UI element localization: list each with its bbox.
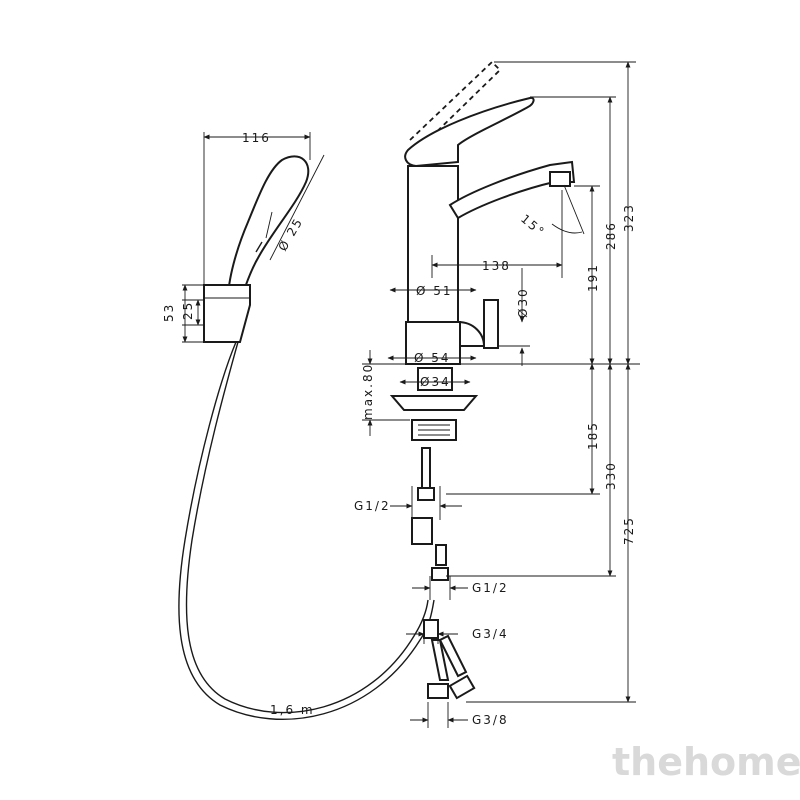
faucet-body <box>407 165 459 323</box>
dim-spout-angle: 15° <box>518 212 548 240</box>
dimension-lines <box>182 61 640 728</box>
shower-hose <box>178 341 435 721</box>
dim-spout-reach: 138 <box>482 259 511 273</box>
diverter-knob <box>457 299 499 349</box>
lever-open-dashed <box>409 60 502 151</box>
dim-thread-b: G1/2 <box>472 581 509 595</box>
dim-spout-height: 191 <box>586 263 600 292</box>
faucet-lever <box>404 96 535 168</box>
mounting-plate <box>389 395 479 411</box>
dim-outlet-height: 286 <box>604 221 618 250</box>
dim-hose-length: 1,6 m <box>270 703 315 717</box>
dim-thread-a: G1/2 <box>354 499 391 513</box>
supply-hoses <box>411 447 476 700</box>
dim-max-deck: max.80 <box>361 363 375 420</box>
dim-holder-inner: 25 <box>181 301 195 320</box>
dim-total-length: 725 <box>622 516 636 545</box>
dim-holder-height: 53 <box>162 303 176 322</box>
dim-hose-length-a: 330 <box>604 461 618 490</box>
dim-body-diameter: Ø 51 <box>416 284 453 298</box>
dim-base-diameter: Ø 54 <box>414 351 451 365</box>
faucet-spout <box>448 160 576 220</box>
watermark: thehome <box>612 740 800 784</box>
dim-lever-top: 323 <box>622 203 636 232</box>
dim-shank-diameter: Ø34 <box>420 375 451 389</box>
dim-thread-c: G3/4 <box>472 627 509 641</box>
dim-thread-d: G3/8 <box>472 713 509 727</box>
dim-lever-diameter: Ø30 <box>516 287 530 318</box>
dim-shank-length: 185 <box>586 421 600 450</box>
shower-holder <box>203 284 251 343</box>
dim-shower-reach: 116 <box>242 131 271 145</box>
